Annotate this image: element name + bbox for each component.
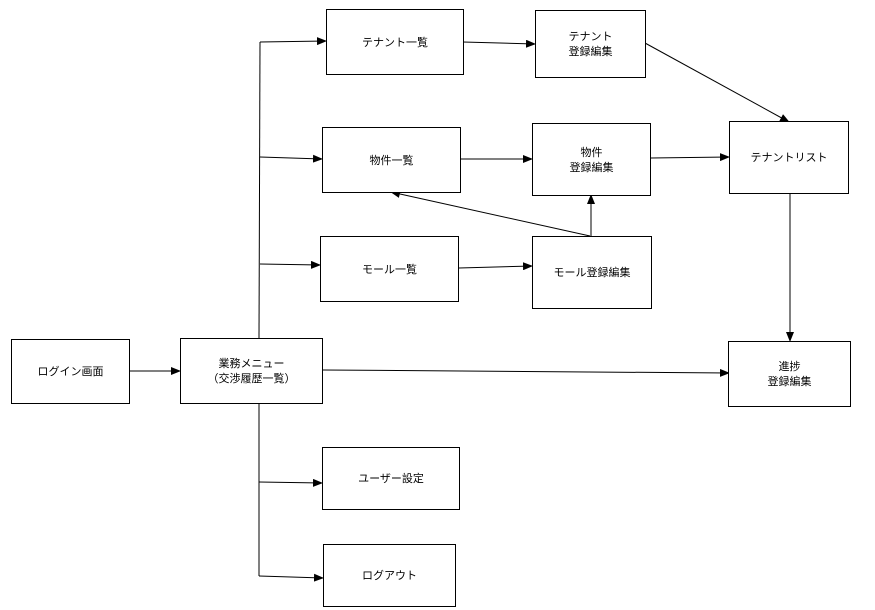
node-business-menu[interactable]: 業務メニュー （交渉履歴一覧） bbox=[180, 338, 323, 404]
node-tenant-edit-label: テナント 登録編集 bbox=[568, 30, 613, 58]
node-property-edit[interactable]: 物件 登録編集 bbox=[532, 123, 651, 196]
edge-menu-user-settings bbox=[258, 478, 323, 487]
node-mall-list-label: モール一覧 bbox=[362, 262, 417, 276]
edge-menu-trunk-up bbox=[258, 41, 261, 339]
node-business-menu-label: 業務メニュー （交渉履歴一覧） bbox=[207, 357, 296, 385]
node-logout[interactable]: ログアウト bbox=[323, 544, 456, 607]
edge-menu-progress-edit bbox=[322, 368, 730, 377]
edge-menu-mall-list bbox=[259, 260, 321, 269]
edge-menu-property-list bbox=[259, 154, 323, 163]
node-property-list[interactable]: 物件一覧 bbox=[322, 127, 461, 193]
node-progress-edit[interactable]: 進捗 登録編集 bbox=[728, 341, 851, 407]
edge-mall-edit-property-list bbox=[390, 190, 591, 237]
node-logout-label: ログアウト bbox=[362, 569, 417, 582]
node-tenant-risk[interactable]: テナントリスト bbox=[729, 121, 849, 194]
edge-property-edit-tenant-risk bbox=[650, 153, 730, 162]
edge-menu-logout bbox=[258, 573, 324, 582]
edge-mall-list-mall-edit bbox=[458, 262, 533, 271]
node-tenant-list[interactable]: テナント一覧 bbox=[326, 9, 464, 75]
node-login-screen[interactable]: ログイン画面 bbox=[11, 339, 130, 404]
node-property-edit-label: 物件 登録編集 bbox=[569, 145, 614, 174]
node-mall-edit[interactable]: モール登録編集 bbox=[532, 236, 652, 309]
node-progress-edit-label: 進捗 登録編集 bbox=[767, 360, 812, 388]
node-user-settings-label: ユーザー設定 bbox=[358, 472, 424, 485]
node-tenant-risk-label: テナントリスト bbox=[750, 151, 828, 164]
edge-menu-tenant-list bbox=[259, 37, 327, 46]
node-mall-list[interactable]: モール一覧 bbox=[320, 236, 459, 302]
node-tenant-list-label: テナント一覧 bbox=[362, 35, 428, 49]
node-user-settings[interactable]: ユーザー設定 bbox=[322, 447, 460, 510]
edge-tenant-list-tenant-edit bbox=[462, 39, 536, 48]
node-login-screen-label: ログイン画面 bbox=[37, 365, 104, 378]
node-property-list-label: 物件一覧 bbox=[369, 153, 414, 167]
node-mall-edit-label: モール登録編集 bbox=[553, 266, 631, 279]
node-tenant-edit[interactable]: テナント 登録編集 bbox=[535, 10, 646, 78]
edge-tenant-edit-tenant-risk bbox=[644, 42, 790, 123]
